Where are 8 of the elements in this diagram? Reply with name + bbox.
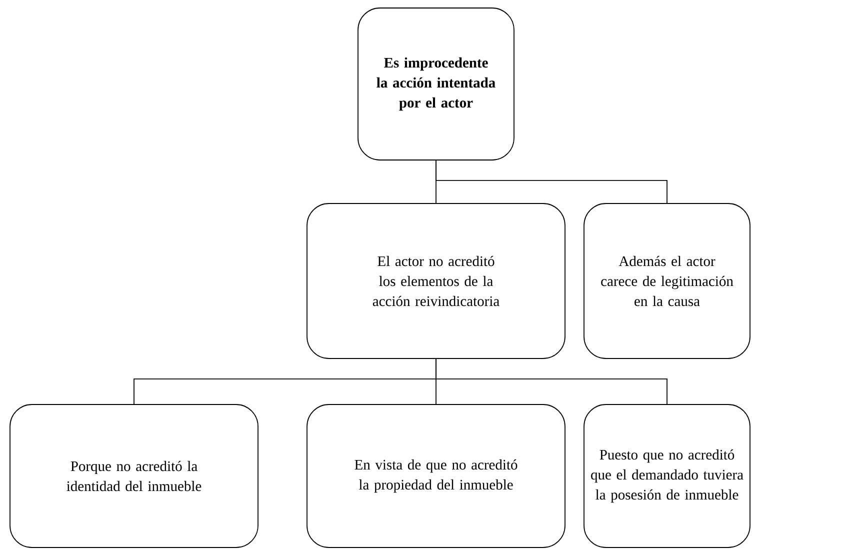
rounded-box: En vista de que no acreditó la propiedad del inmueble (306, 404, 566, 548)
rounded-box: Porque no acreditó la identidad del inmueble (10, 404, 258, 548)
rounded-box: Puesto que no acreditó que el demandado tuviera la posesión de inmueble (584, 404, 750, 548)
rounded-box: Además el actor carece de legitimación en la causa (584, 203, 750, 359)
rounded-box: Es improcedente la acción intentada por el actor (358, 8, 514, 160)
connector-line (436, 160, 668, 204)
rounded-box: El actor no acreditó los elementos de la acción reivindicatoria (306, 203, 566, 359)
connector-line (436, 358, 668, 404)
